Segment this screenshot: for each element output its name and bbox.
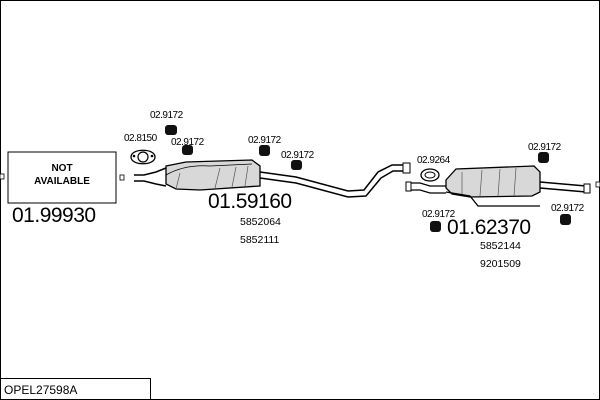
rear-silencer-assembly (405, 165, 591, 207)
frame-marker-left (0, 173, 5, 180)
frame-marker-right (595, 181, 600, 188)
rear-oe-number: 9201509 (480, 258, 521, 270)
hanger-icon (291, 160, 302, 170)
hanger-icon (259, 145, 270, 156)
rubber-hanger-icons (165, 125, 571, 232)
middle-silencer-assembly (134, 159, 411, 198)
hanger-icon (430, 221, 441, 232)
middle-oe-number: 5852111 (240, 234, 279, 246)
clamp-icon (420, 168, 440, 182)
fitting-label: 02.9172 (281, 150, 315, 161)
hanger-icon (560, 214, 571, 225)
model-code: OPEL27598A (4, 383, 77, 397)
fitting-label: 02.9172 (422, 209, 456, 220)
rear-section-part-number: 01.62370 (447, 216, 531, 239)
fitting-label: 02.9172 (528, 142, 562, 153)
fitting-label: 02.9172 (150, 110, 184, 121)
not-available-line1: NOT (51, 163, 72, 174)
not-available-line2: AVAILABLE (34, 176, 90, 187)
front-section-part-number: 01.99930 (12, 204, 96, 227)
rear-oe-number: 5852144 (480, 240, 521, 252)
not-available-box (7, 151, 117, 204)
middle-section-part-number: 01.59160 (208, 190, 292, 213)
front-connector-marker (119, 174, 125, 181)
hanger-icon (182, 145, 193, 155)
hanger-icon (165, 125, 177, 135)
fitting-label: 02.9172 (171, 137, 205, 148)
hanger-icon (538, 152, 549, 163)
fitting-label: 02.9264 (417, 155, 451, 166)
fitting-label: 02.9172 (551, 203, 585, 214)
fitting-label: 02.9172 (248, 135, 282, 146)
middle-oe-number: 5852064 (240, 216, 281, 228)
gasket-icon (130, 149, 156, 165)
fitting-label: 02.8150 (124, 133, 158, 144)
